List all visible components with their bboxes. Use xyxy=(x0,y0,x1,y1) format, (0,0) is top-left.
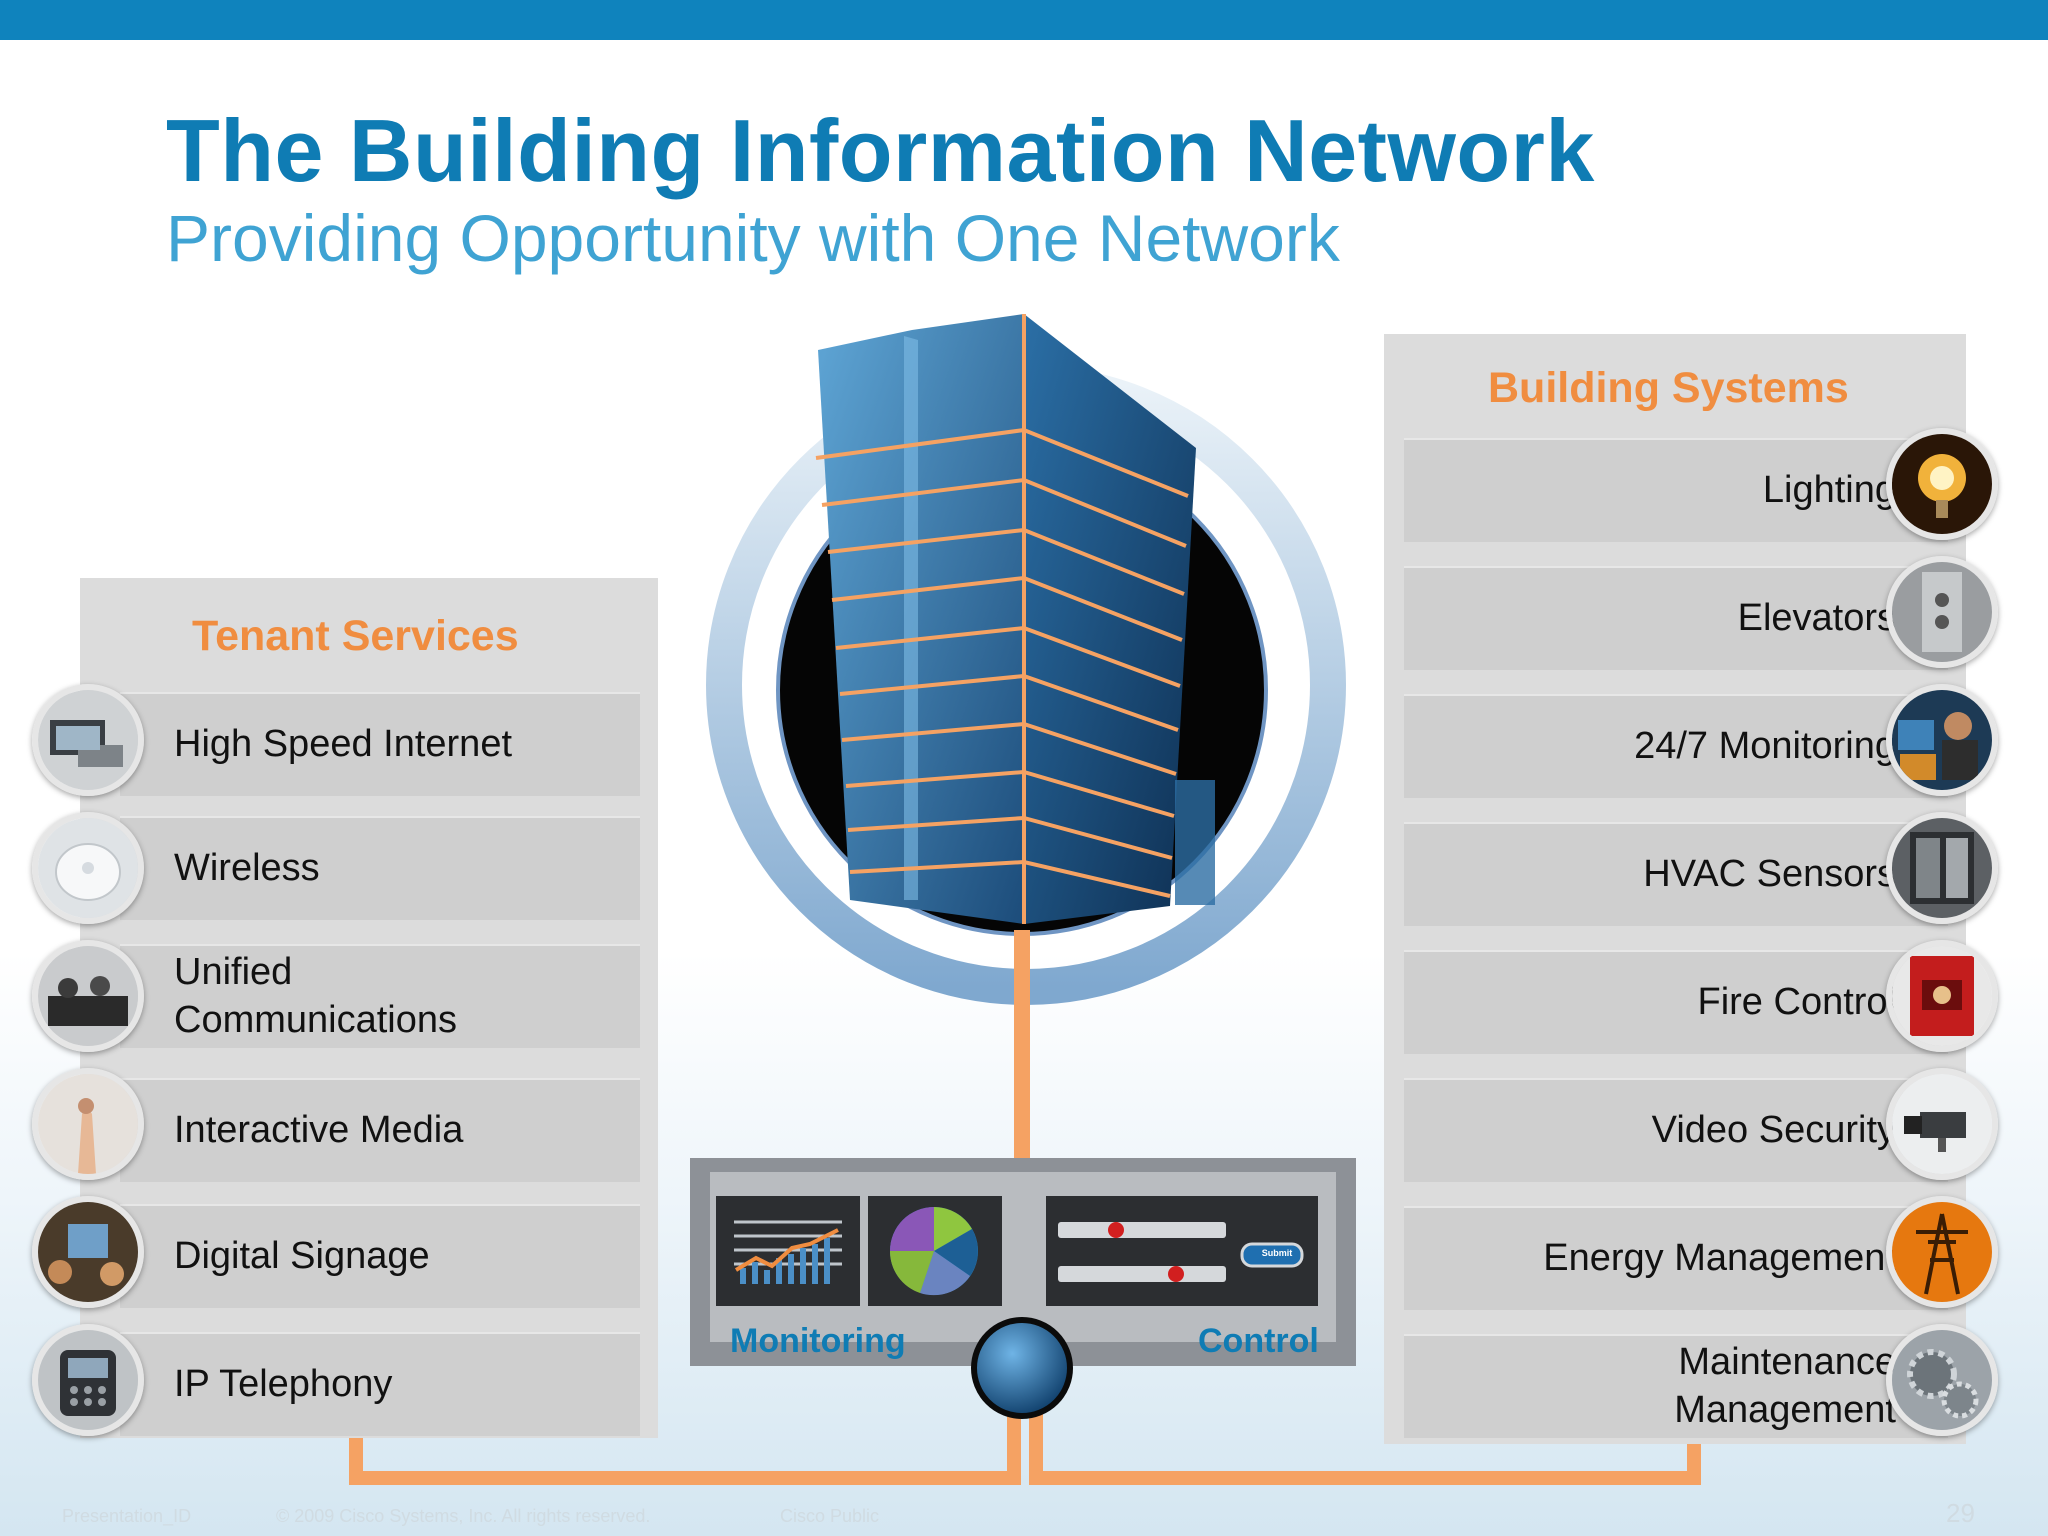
vertical-connector xyxy=(1014,930,1030,1166)
ip-phone-icon xyxy=(32,1324,144,1436)
tenant-services-heading: Tenant Services xyxy=(192,612,519,660)
building-illustration xyxy=(815,314,1215,924)
wireless-icon xyxy=(32,812,144,924)
slide-subtitle: Providing Opportunity with One Network xyxy=(166,201,1340,275)
list-item-label: IP Telephony xyxy=(174,1363,393,1405)
list-item-label: Fire Control xyxy=(1697,981,1897,1023)
power-tower-icon xyxy=(1886,1196,1998,1308)
list-item-ip-telephony: IP Telephony xyxy=(120,1332,640,1436)
interactive-media-icon xyxy=(32,1068,144,1180)
classification-label: Cisco Public xyxy=(780,1506,880,1526)
list-item-wireless: Wireless xyxy=(120,816,640,920)
list-item-high-speed-internet: High Speed Internet xyxy=(120,692,640,796)
list-item-energy-management: Energy Management xyxy=(1404,1206,1948,1310)
page-number: 29 xyxy=(1946,1498,1975,1528)
list-item-fire-control: Fire Control xyxy=(1404,950,1948,1054)
list-item-label: Unified Communications xyxy=(174,951,457,1041)
list-item-label: Video Security xyxy=(1651,1109,1896,1151)
list-item-label: Lighting xyxy=(1762,469,1896,511)
list-item-label: Energy Management xyxy=(1543,1237,1896,1279)
list-item-label: 24/7 Monitoring xyxy=(1634,725,1896,767)
list-item-maintenance-management: Maintenance Management xyxy=(1404,1334,1948,1438)
list-item-label: Digital Signage xyxy=(174,1235,430,1277)
list-item-interactive-media: Interactive Media xyxy=(120,1078,640,1182)
list-item-unified-communications: Unified Communications xyxy=(120,944,640,1048)
slide-title: The Building Information Network xyxy=(166,101,1595,200)
list-item-label: HVAC Sensors xyxy=(1643,853,1896,895)
fire-alarm-icon xyxy=(1886,940,1998,1052)
digital-signage-icon xyxy=(32,1196,144,1308)
list-item-label: Elevators xyxy=(1737,597,1896,639)
security-camera-icon xyxy=(1886,1068,1998,1180)
submit-button: Submit xyxy=(1261,1248,1293,1258)
hvac-sensor-icon xyxy=(1886,812,1998,924)
list-item-label: Wireless xyxy=(174,847,320,889)
right-connector xyxy=(1029,1370,1701,1485)
communications-icon xyxy=(32,940,144,1052)
list-item-lighting: Lighting xyxy=(1404,438,1948,542)
list-item-label: Maintenance Management xyxy=(1674,1341,1896,1431)
dashboard-inner xyxy=(710,1172,1336,1342)
left-connector xyxy=(349,1370,1021,1485)
monitoring-label: Monitoring xyxy=(730,1322,906,1360)
elevator-icon xyxy=(1886,556,1998,668)
list-item-label: High Speed Internet xyxy=(174,723,513,765)
internet-icon xyxy=(32,684,144,796)
list-item-label: Interactive Media xyxy=(174,1109,464,1151)
control-label: Control xyxy=(1198,1322,1319,1360)
gears-icon xyxy=(1886,1324,1998,1436)
monitoring-icon xyxy=(1886,684,1998,796)
list-item-monitoring: 24/7 Monitoring xyxy=(1404,694,1948,798)
list-item-hvac-sensors: HVAC Sensors xyxy=(1404,822,1948,926)
copyright-notice: © 2009 Cisco Systems, Inc. All rights re… xyxy=(276,1506,651,1526)
list-item-video-security: Video Security xyxy=(1404,1078,1948,1182)
light-bulb-icon xyxy=(1886,428,1998,540)
list-item-elevators: Elevators xyxy=(1404,566,1948,670)
presentation-id: Presentation_ID xyxy=(62,1506,192,1526)
list-item-digital-signage: Digital Signage xyxy=(120,1204,640,1308)
top-accent-bar xyxy=(0,0,2048,40)
building-systems-heading: Building Systems xyxy=(1488,364,1849,412)
